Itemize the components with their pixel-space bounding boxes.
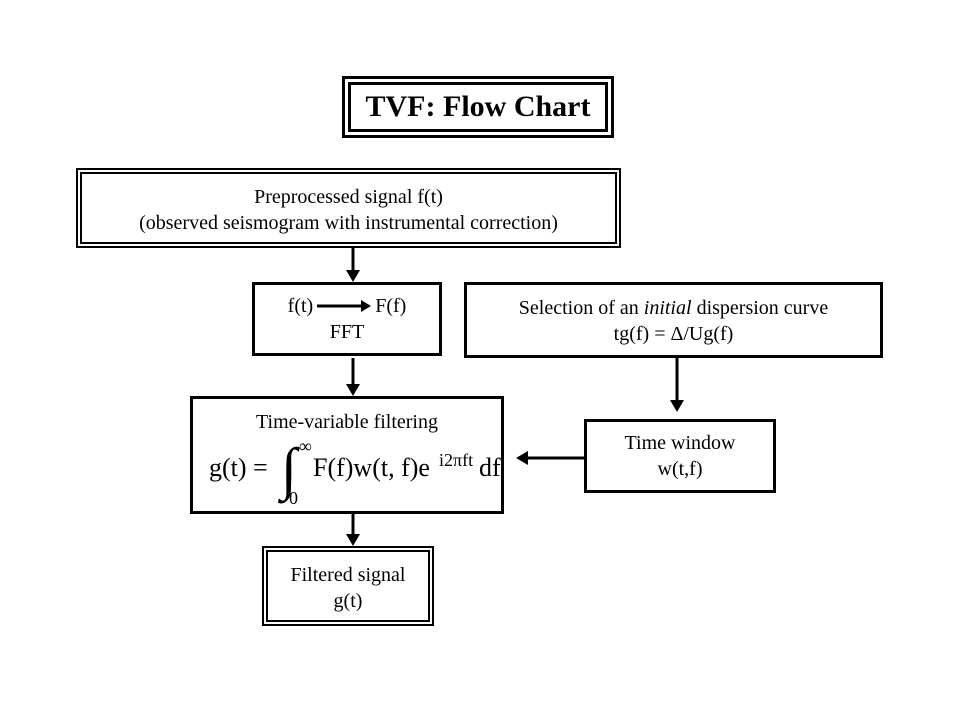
formula-integrand: F(f)w(t, f)e bbox=[313, 453, 430, 482]
filtered-signal-box: Filtered signal g(t) bbox=[262, 546, 434, 626]
arrow-fft-to-tvf bbox=[346, 358, 360, 396]
selection-text-post: dispersion curve bbox=[691, 297, 829, 319]
time-window-box: Time window w(t,f) bbox=[584, 419, 776, 493]
formula-lower-limit: 0 bbox=[289, 488, 298, 508]
time-window-line1: Time window bbox=[624, 432, 736, 454]
preprocessed-signal-box: Preprocessed signal f(t) (observed seism… bbox=[76, 168, 621, 248]
tvf-heading: Time-variable filtering bbox=[256, 411, 438, 433]
formula-upper-limit: ∞ bbox=[299, 436, 312, 456]
selection-text-emphasis: initial bbox=[643, 297, 692, 319]
fft-to-label: F(f) bbox=[375, 295, 407, 317]
formula-integral-sign: ∫ bbox=[281, 436, 297, 501]
selection-text-pre: Selection of an bbox=[518, 297, 644, 319]
filtered-line2: g(t) bbox=[333, 590, 363, 612]
title-inner-frame: TVF: Flow Chart bbox=[348, 82, 608, 132]
dispersion-selection-box: Selection of an initial dispersion curve… bbox=[464, 282, 883, 358]
title-box: TVF: Flow Chart bbox=[342, 76, 614, 138]
formula-exponent: i2πft bbox=[439, 450, 474, 470]
preprocessed-line2: (observed seismogram with instrumental c… bbox=[139, 212, 558, 234]
formula-lhs: g(t) = bbox=[209, 453, 268, 482]
arrow-pre-to-fft bbox=[346, 248, 360, 282]
fft-arrow-icon bbox=[317, 300, 372, 312]
fft-box: f(t) F(f) FFT bbox=[252, 282, 442, 356]
chart-title: TVF: Flow Chart bbox=[365, 90, 591, 123]
time-window-line2: w(t,f) bbox=[657, 458, 703, 480]
arrow-selection-to-window bbox=[670, 358, 684, 412]
filtered-line1: Filtered signal bbox=[290, 564, 406, 586]
time-variable-filtering-box: Time-variable filtering g(t) = ∫ ∞ 0 F(f… bbox=[190, 396, 504, 514]
selection-line2: tg(f) = Δ/Ug(f) bbox=[613, 323, 734, 345]
formula-differential: df bbox=[479, 453, 501, 482]
selection-line1: Selection of an initial dispersion curve bbox=[467, 295, 880, 321]
fft-label: FFT bbox=[329, 321, 365, 343]
arrow-window-to-tvf bbox=[516, 451, 584, 465]
fft-transform-row: f(t) F(f) bbox=[255, 293, 439, 319]
preprocessed-line1: Preprocessed signal f(t) bbox=[254, 186, 443, 208]
fft-from-label: f(t) bbox=[287, 295, 314, 317]
filtering-formula: g(t) = ∫ ∞ 0 F(f)w(t, f)e i2πft df bbox=[203, 436, 501, 513]
arrow-tvf-to-filtered bbox=[346, 514, 360, 546]
